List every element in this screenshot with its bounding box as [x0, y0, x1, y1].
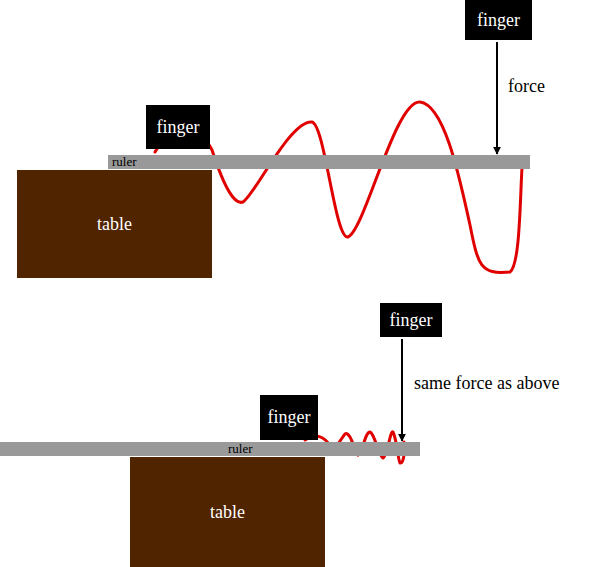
force-arrow	[401, 339, 403, 441]
force-label: force	[506, 76, 547, 97]
node-text: table	[210, 502, 245, 523]
node-text: finger	[268, 407, 311, 428]
finger-box: finger	[260, 395, 318, 440]
node-text: finger	[390, 310, 433, 331]
table-block: table	[17, 170, 212, 278]
node-text: ruler	[228, 442, 253, 456]
finger-box: finger	[146, 105, 210, 149]
finger-box: finger	[465, 0, 532, 40]
finger-box: finger	[380, 303, 442, 337]
node-text: ruler	[112, 155, 137, 169]
table-block: table	[130, 457, 325, 567]
force-label: same force as above	[412, 373, 561, 394]
ruler-bar: ruler	[108, 155, 530, 169]
ruler-bar: ruler	[0, 442, 420, 456]
node-text: table	[97, 214, 132, 235]
node-text: finger	[477, 10, 520, 31]
node-text: finger	[157, 117, 200, 138]
force-arrow	[496, 42, 498, 154]
